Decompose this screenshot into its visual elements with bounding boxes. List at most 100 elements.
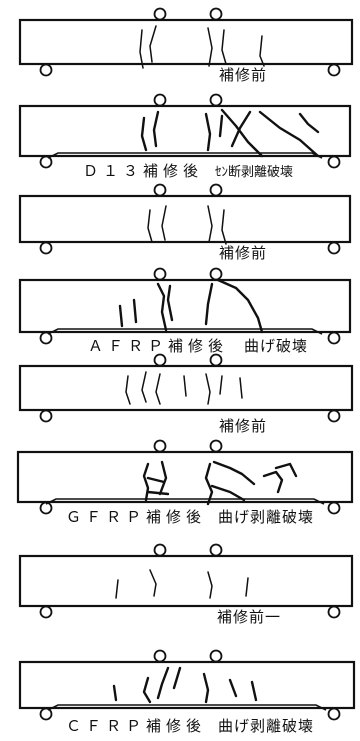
crack-line (262, 470, 284, 494)
crack-line (216, 278, 264, 334)
support-point (327, 63, 341, 77)
beam-outline (18, 660, 356, 710)
support-point (327, 409, 341, 423)
beam-panel-2 (18, 93, 352, 169)
crack-line (259, 35, 265, 67)
support-point (327, 241, 341, 255)
support-point (39, 241, 53, 255)
load-point (209, 93, 223, 107)
load-point (153, 93, 167, 107)
crack-line (204, 462, 214, 506)
beam-outline (18, 18, 354, 66)
crack-line (158, 460, 168, 496)
caption-panel-4-suffix: 曲げ破壊 (244, 337, 309, 355)
crack-line (204, 112, 212, 152)
beam-outline (18, 364, 354, 412)
crack-line (156, 666, 170, 700)
crack-line (146, 490, 170, 496)
load-point (153, 649, 167, 663)
crack-line (149, 25, 157, 63)
support-point (327, 155, 341, 169)
caption-panel-5: 補修前 (219, 417, 268, 435)
crack-line (118, 304, 124, 328)
beam-panel-7 (18, 543, 354, 619)
caption-panel-4: ＡＦＲＰ補修後曲げ破壊 (88, 337, 308, 355)
caption-panel-6: ＧＦＲＰ補修後曲げ剥離破壊 (66, 508, 314, 526)
load-point (153, 7, 167, 21)
crack-line (142, 462, 150, 502)
crack-line (230, 110, 252, 148)
beam-panel-3 (18, 183, 352, 255)
crack-line (149, 569, 157, 597)
crack-line (212, 460, 256, 486)
load-point (209, 543, 223, 557)
beam-outline (18, 278, 352, 334)
support-point (39, 605, 53, 619)
caption-panel-2: Ｄ１３補修後 ｾﾝ断剥離破壊 (83, 162, 293, 182)
crack-line (221, 29, 227, 65)
caption-panel-6-suffix: 曲げ剥離破壊 (218, 508, 315, 526)
caption-panel-2-prefix: Ｄ１３補修後 (83, 162, 204, 180)
crack-line (239, 377, 243, 399)
support-point (327, 501, 341, 515)
crack-line (140, 116, 148, 152)
crack-line (125, 375, 131, 405)
caption-panel-6-prefix: ＧＦＲＰ補修後 (66, 508, 207, 526)
crack-line (258, 110, 320, 158)
crack-line (204, 282, 214, 326)
crack-line (152, 110, 160, 148)
crack-line (207, 571, 213, 599)
crack-line (161, 205, 167, 241)
crack-line (219, 375, 223, 395)
crack-line (207, 27, 213, 67)
support-point (327, 331, 341, 345)
support-point (327, 605, 341, 619)
crack-line (166, 284, 174, 322)
beam-outline (18, 104, 352, 158)
reinforcement-strip (45, 498, 325, 505)
load-point (153, 543, 167, 557)
support-point (39, 501, 53, 515)
crack-line (112, 684, 118, 702)
crack-line (220, 108, 264, 158)
beam-panel-8 (18, 649, 356, 721)
load-point (209, 267, 223, 281)
crack-line (245, 577, 249, 597)
crack-line (228, 678, 238, 698)
crack-line (221, 209, 227, 245)
support-point (39, 155, 53, 169)
reinforcement-strip (47, 704, 327, 711)
caption-panel-7: 補修前一 (217, 608, 282, 626)
caption-panel-8: ＣＦＲＰ補修後曲げ剥離破壊 (66, 717, 314, 735)
caption-panel-2-suffix: ｾﾝ断剥離破壊 (215, 165, 294, 180)
crack-line (141, 371, 147, 403)
beam-panel-5 (18, 353, 354, 423)
support-point (39, 409, 53, 423)
beam-panel-1 (18, 7, 354, 77)
load-point (209, 439, 223, 453)
caption-panel-4-prefix: ＡＦＲＰ補修後 (88, 337, 229, 355)
load-point (153, 183, 167, 197)
caption-panel-8-prefix: ＣＦＲＰ補修後 (66, 717, 207, 735)
crack-line (210, 484, 246, 502)
load-point (209, 353, 223, 367)
crack-line (142, 676, 152, 704)
crack-line (183, 375, 187, 397)
beam-panel-4 (18, 267, 352, 345)
load-point (153, 353, 167, 367)
crack-line (115, 579, 119, 599)
crack-line (155, 373, 161, 405)
crack-line (207, 205, 213, 243)
beam-outline (18, 554, 354, 608)
crack-line (250, 680, 258, 702)
reinforcement-strip (47, 328, 323, 335)
crack-line (132, 298, 138, 324)
load-point (209, 183, 223, 197)
support-point (39, 707, 53, 721)
load-point (153, 267, 167, 281)
crack-line (147, 209, 153, 243)
support-point (39, 331, 53, 345)
crack-line (156, 282, 168, 332)
crack-line (139, 29, 144, 69)
